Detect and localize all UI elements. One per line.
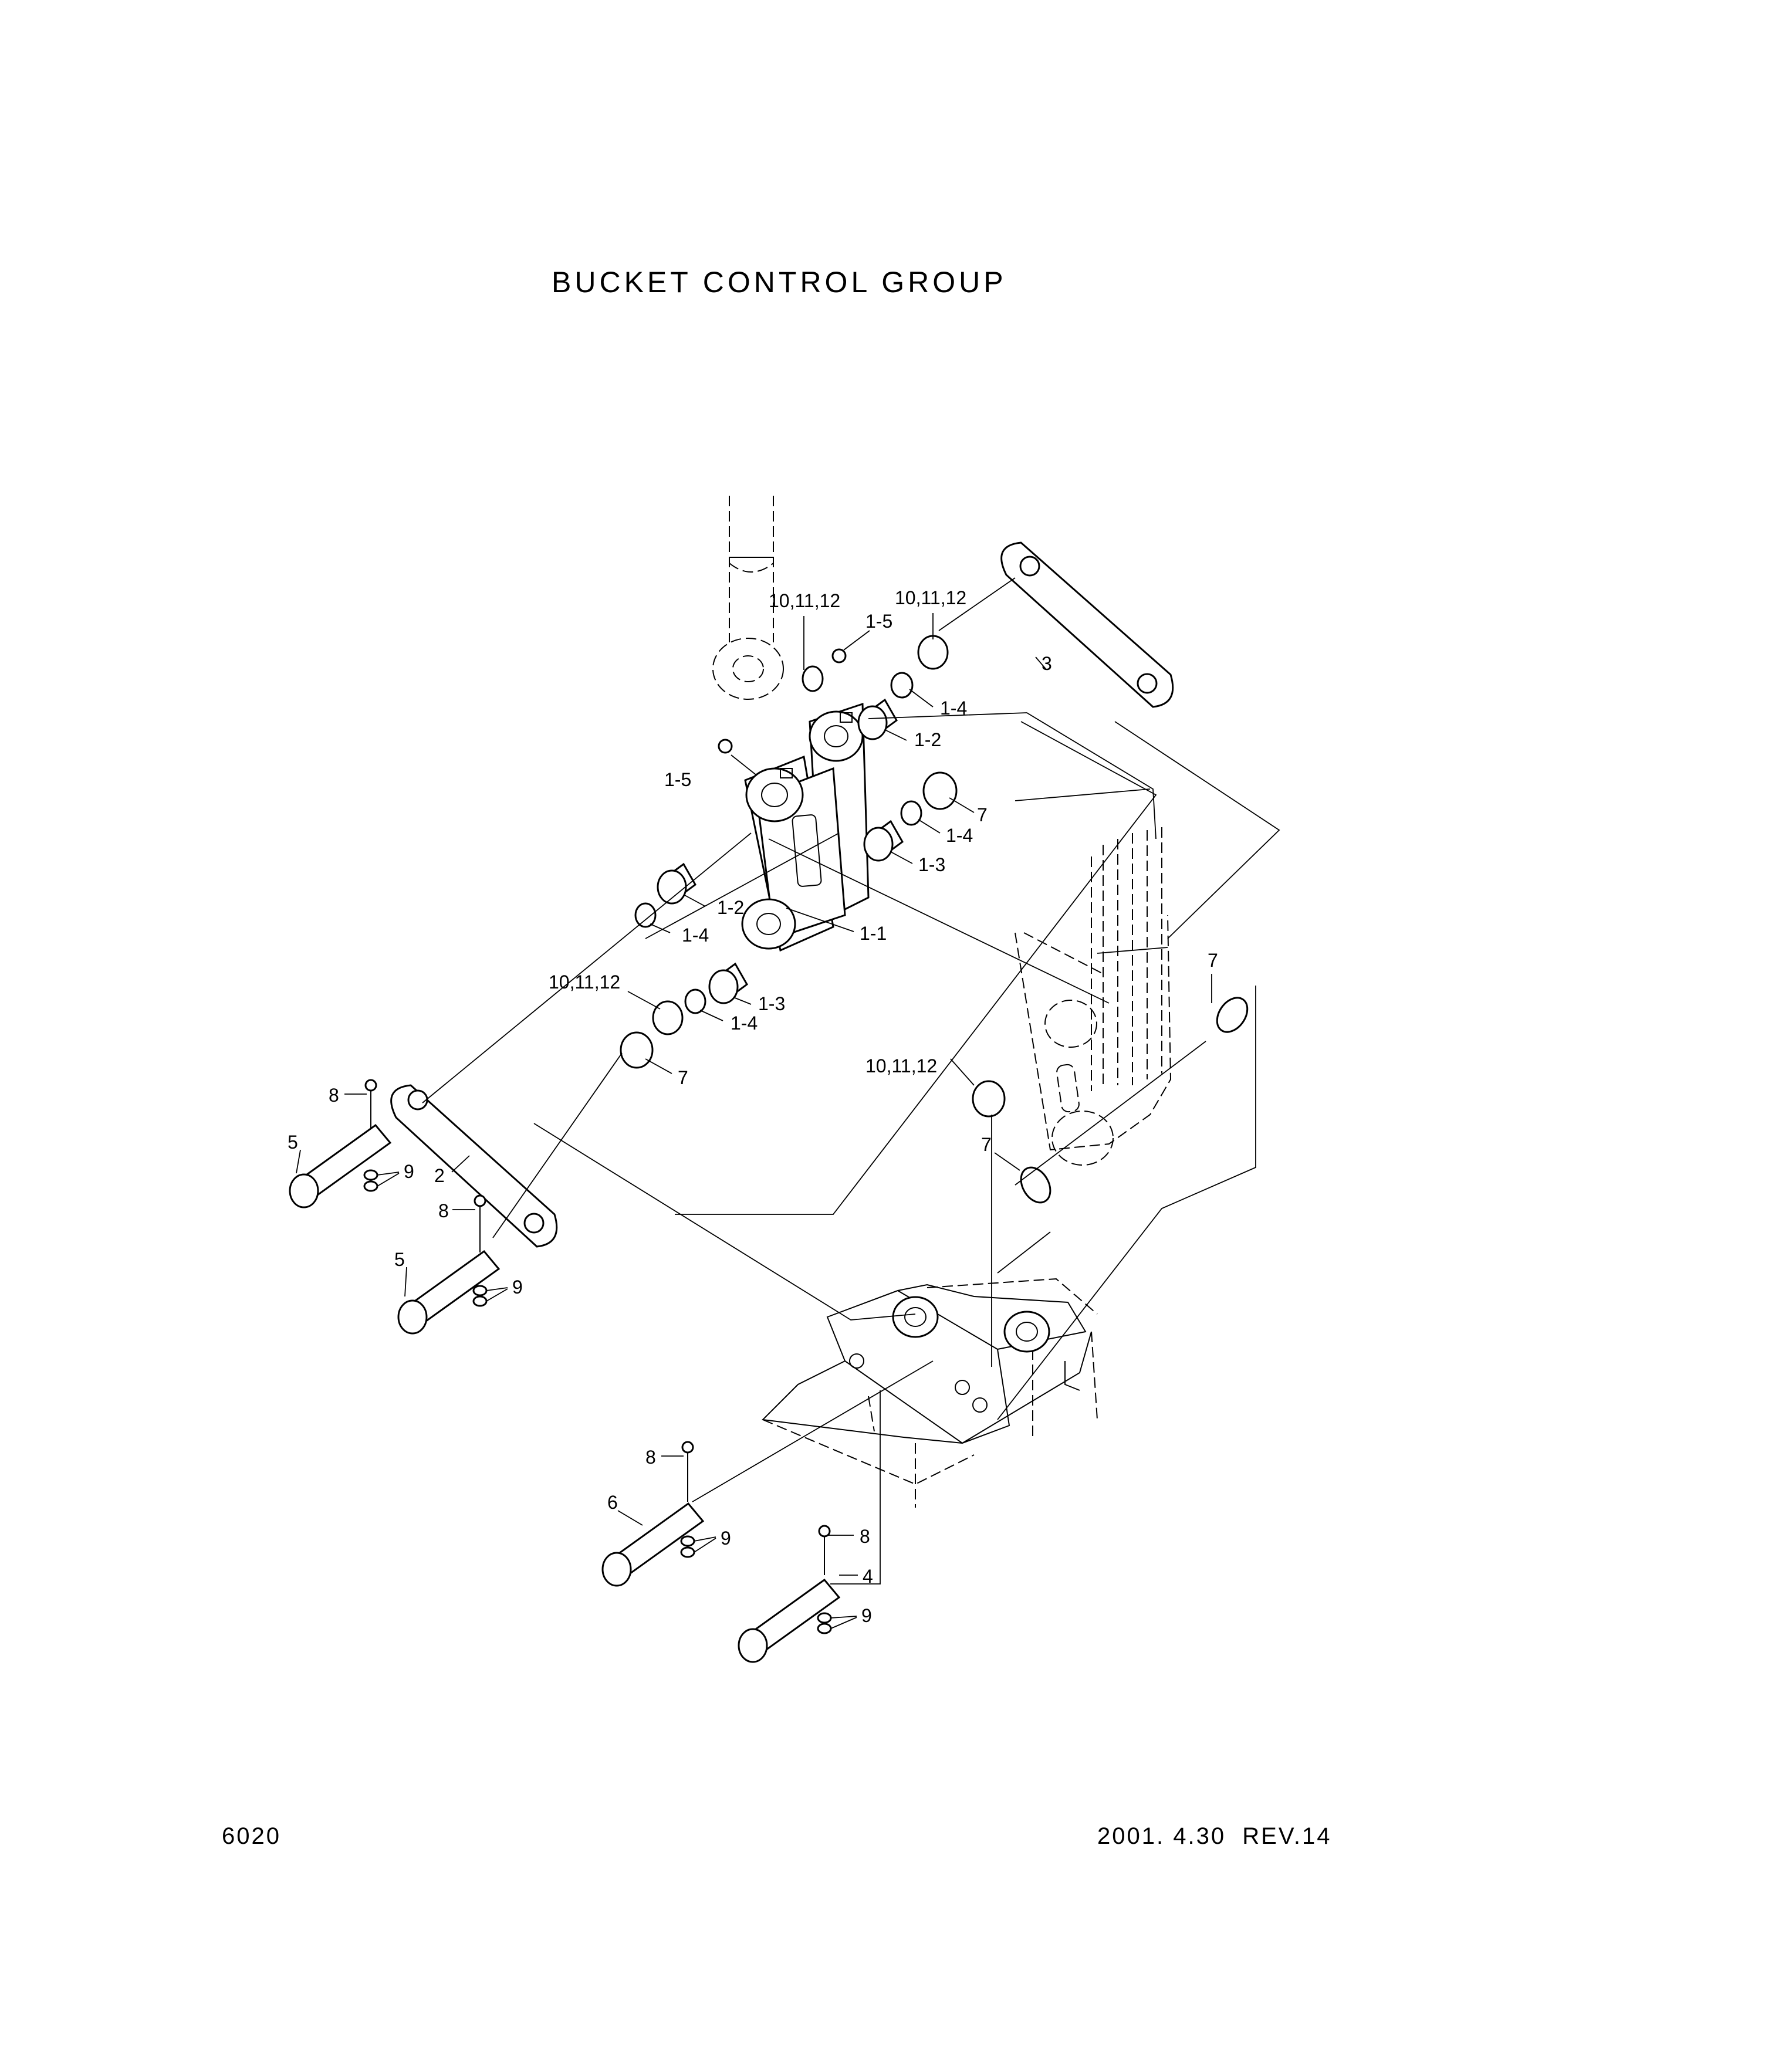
callout-5-a: 5: [288, 1132, 298, 1153]
callout-10-11-12-a: 10,11,12: [769, 590, 840, 611]
callout-7-d: 7: [981, 1134, 992, 1155]
page-title: BUCKET CONTROL GROUP: [552, 266, 1007, 299]
bucket-cylinder-rod: [712, 496, 784, 700]
link-part-3: [1000, 541, 1174, 708]
link-part-2: [390, 1084, 558, 1248]
assembly-center-lines: [422, 577, 1280, 1585]
callout-1-5-b: 1-5: [664, 769, 691, 790]
callout-1-3-a: 1-3: [918, 854, 945, 875]
callout-7-c: 7: [1208, 950, 1218, 971]
callout-1-4-a: 1-4: [940, 698, 967, 719]
callout-8-a: 8: [329, 1085, 339, 1106]
callout-1-4-b: 1-4: [946, 825, 973, 846]
callout-1-3-b: 1-3: [758, 993, 785, 1014]
bucket: [761, 1278, 1098, 1508]
callout-labels: 10,11,12 10,11,12 1-5 1-4 1-2 3 1-5 7 1-…: [288, 587, 1218, 1626]
callout-leaders: [296, 613, 1212, 1629]
callout-9-c: 9: [721, 1528, 731, 1549]
callout-8-d: 8: [860, 1526, 870, 1547]
callout-7-a: 7: [977, 804, 988, 825]
pin-part-5-lower: [397, 1194, 501, 1335]
bushings-and-shims: [620, 635, 958, 1069]
callout-9-b: 9: [512, 1277, 523, 1298]
callout-2: 2: [434, 1165, 445, 1186]
callout-1-2-b: 1-2: [717, 897, 744, 918]
callout-7-b: 7: [678, 1067, 688, 1088]
callout-6: 6: [607, 1492, 618, 1513]
callout-10-11-12-c: 10,11,12: [549, 971, 620, 993]
callout-1-5-a: 1-5: [865, 611, 892, 632]
o-rings-and-shims: [972, 997, 1249, 1204]
pin-part-4: [738, 1525, 841, 1663]
page-number: 6020: [222, 1823, 281, 1849]
callout-5-b: 5: [394, 1249, 405, 1270]
arm-end: [1015, 827, 1172, 1166]
callout-9-d: 9: [861, 1605, 872, 1626]
callout-8-b: 8: [438, 1200, 449, 1221]
callout-3: 3: [1042, 653, 1052, 674]
link-part-1-1: [741, 702, 870, 952]
callout-4: 4: [863, 1566, 873, 1587]
revision-date: 2001. 4.30 REV.14: [1097, 1823, 1332, 1849]
callout-10-11-12-d: 10,11,12: [865, 1055, 937, 1076]
callout-8-c: 8: [645, 1447, 656, 1468]
callout-1-1: 1-1: [860, 923, 887, 944]
callout-1-4-c: 1-4: [682, 925, 709, 946]
callout-9-a: 9: [404, 1161, 414, 1182]
pin-part-5-upper: [289, 1079, 392, 1208]
callout-1-4-d: 1-4: [731, 1013, 758, 1034]
callout-10-11-12-b: 10,11,12: [895, 587, 966, 608]
callout-1-2-a: 1-2: [914, 729, 941, 750]
